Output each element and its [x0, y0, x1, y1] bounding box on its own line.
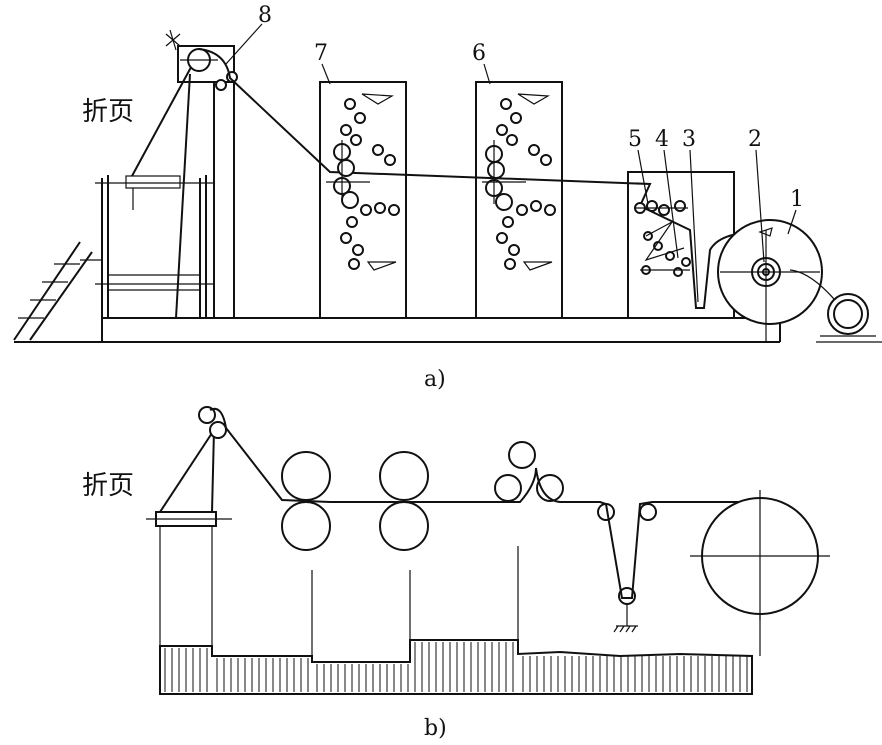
web-path-a — [198, 48, 652, 207]
infeed-unit — [627, 171, 735, 319]
number-4: 4 — [655, 127, 669, 152]
number-2: 2 — [748, 127, 762, 152]
number-8: 8 — [258, 3, 272, 28]
number-1: 1 — [790, 187, 804, 212]
reel-b — [690, 490, 830, 620]
number-3: 3 — [682, 127, 696, 152]
former-tower — [165, 29, 238, 318]
caption-b: b) — [424, 716, 447, 741]
figure-a: 8 7 6 5 4 3 2 1 折页 a) — [13, 3, 882, 392]
fold-label-a: 折页 — [82, 97, 134, 127]
cylinders-b — [281, 441, 657, 605]
caption-a: a) — [424, 367, 446, 392]
fold-label-b: 折页 — [82, 471, 134, 501]
stairs — [13, 241, 102, 341]
frame-lines-b — [159, 500, 761, 662]
folder-b — [146, 406, 232, 527]
number-7: 7 — [314, 41, 328, 66]
unwind-reel — [717, 219, 882, 343]
web-path-b — [209, 407, 760, 599]
printing-unit-6 — [475, 81, 563, 319]
folder-frame — [95, 57, 215, 319]
hatched-base — [159, 639, 753, 695]
figure-b: 折页 b) — [82, 406, 830, 741]
printing-unit-7 — [319, 81, 407, 319]
number-6: 6 — [472, 41, 486, 66]
number-5: 5 — [628, 127, 642, 152]
ground-symbol — [613, 625, 638, 633]
leader-lines-a — [225, 23, 797, 303]
